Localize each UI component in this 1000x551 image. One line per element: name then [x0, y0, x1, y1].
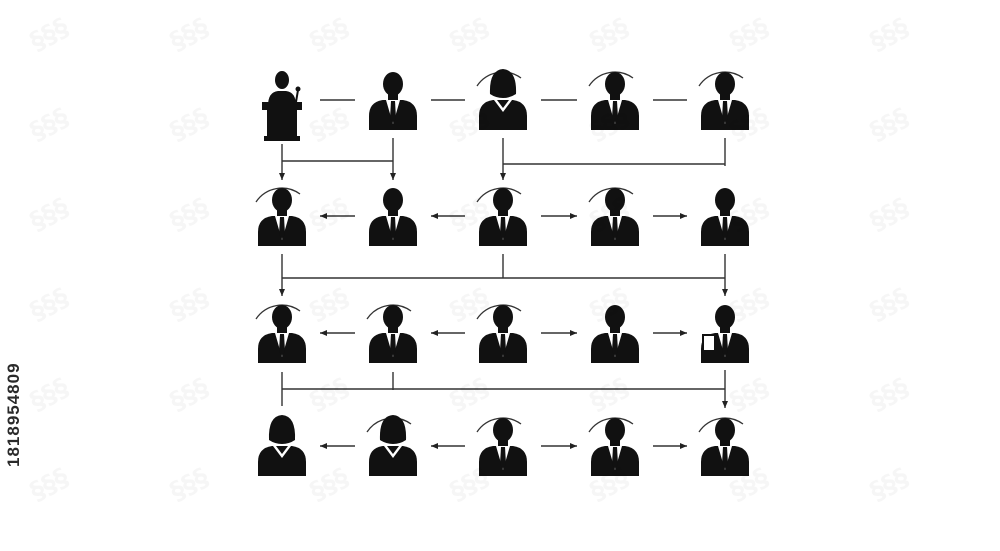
- ring-arc-r1c5: [698, 71, 744, 87]
- businessman-icon-r4c3: [476, 417, 527, 476]
- person-nodes: [255, 69, 749, 476]
- businessman-icon-r4c4: [588, 417, 639, 476]
- businessman-icon-r3c2: [366, 304, 417, 363]
- stock-image-id: 1818954809: [4, 362, 23, 468]
- businessman-icon-r3c4: [591, 305, 639, 363]
- ring-arc-r2c3: [476, 187, 522, 203]
- ring-arc-r3c1: [255, 304, 301, 320]
- businessman-icon-r2c4: [588, 187, 639, 246]
- ring-arc-r4c5: [698, 417, 744, 433]
- businesswoman-icon-r4c1: [258, 415, 306, 476]
- presenter-with-board-icon-r3c5: [701, 305, 749, 363]
- businessman-icon-r1c4: [588, 71, 639, 130]
- businesswoman-icon-r1c3: [476, 69, 527, 130]
- ring-arc-r3c2: [366, 304, 412, 320]
- ring-arc-r1c4: [588, 71, 634, 87]
- ring-arc-r4c3: [476, 417, 522, 433]
- businessman-icon-r2c5: [701, 188, 749, 246]
- businesswoman-icon-r4c2: [366, 415, 417, 476]
- businessman-icon-r2c1: [255, 187, 306, 246]
- ring-arc-r2c1: [255, 187, 301, 203]
- businessman-icon-r1c5: [698, 71, 749, 130]
- ring-arc-r4c4: [588, 417, 634, 433]
- businessman-icon-r3c3: [476, 304, 527, 363]
- businessman-icon-r3c1: [255, 304, 306, 363]
- ring-arc-r3c3: [476, 304, 522, 320]
- businessman-icon-r4c5: [698, 417, 749, 476]
- businessman-icon-r2c3: [476, 187, 527, 246]
- businessman-icon-r1c2: [369, 72, 417, 130]
- connector-lines: [279, 99, 728, 449]
- podium-speaker-icon-r1c1: [262, 71, 302, 141]
- ring-arc-r2c4: [588, 187, 634, 203]
- businessman-icon-r2c2: [369, 188, 417, 246]
